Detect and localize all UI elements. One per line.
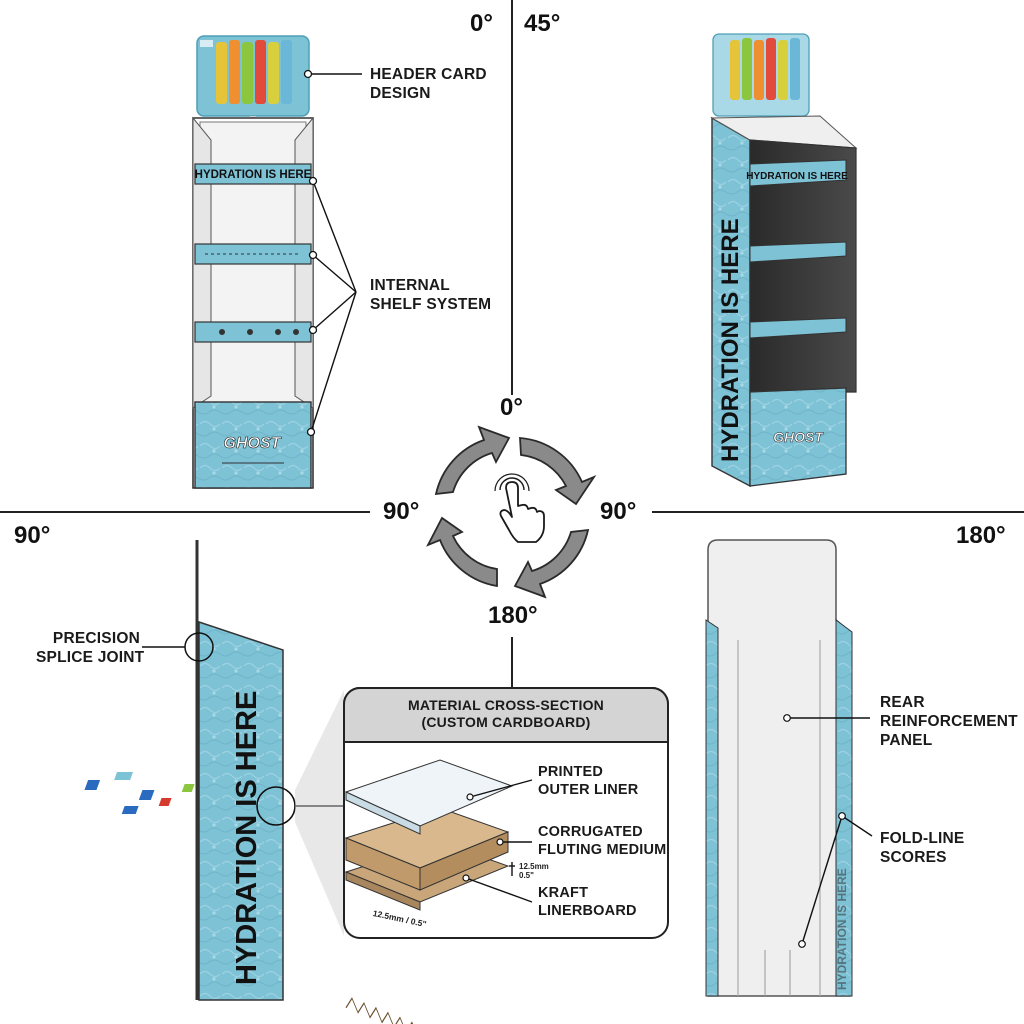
printed-liner-label: PRINTED OUTER LINER bbox=[538, 763, 638, 799]
shelf-system-callout: INTERNAL SHELF SYSTEM bbox=[370, 276, 491, 314]
printed-liner-pattern bbox=[84, 772, 195, 814]
cross-section-title-line: MATERIAL CROSS-SECTION bbox=[408, 697, 604, 713]
angled-view-display: HYDRATION IS HERE HYDRATION IS HERE GHOS… bbox=[710, 33, 858, 488]
fold-scores-callout: FOLD-LINE SCORES bbox=[880, 829, 964, 867]
rotate-label-bottom[interactable]: 180° bbox=[488, 602, 538, 629]
callout-line: PRECISION bbox=[52, 630, 140, 647]
callout-line: HEADER CARD bbox=[370, 66, 487, 83]
callout-line: SCORES bbox=[880, 849, 947, 866]
callout-line: FOLD-LINE bbox=[880, 830, 965, 847]
side-panel bbox=[198, 620, 284, 1001]
side-view-display: HYDRATION IS HERE bbox=[195, 540, 284, 1001]
layer-label-line: PRINTED bbox=[538, 764, 604, 780]
angled-header-bottles bbox=[730, 38, 800, 100]
side-panel-text: HYDRATION IS HERE bbox=[231, 691, 263, 985]
angled-banner-text: HYDRATION IS HERE bbox=[746, 171, 848, 182]
thickness-value: 0.5" bbox=[519, 871, 534, 880]
rear-view-angle-label: 180° bbox=[956, 522, 1006, 549]
cross-section-title-line: (CUSTOM CARDBOARD) bbox=[421, 714, 591, 730]
cross-section-title: MATERIAL CROSS-SECTION (CUSTOM CARDBOARD… bbox=[344, 697, 668, 731]
callout-line: SHELF SYSTEM bbox=[370, 296, 492, 313]
layer-label-line: FLUTING MEDIUM bbox=[538, 842, 667, 858]
rear-callout-leaders bbox=[787, 717, 873, 945]
thickness-label: 12.5mm 0.5" bbox=[519, 862, 549, 880]
front-view-angle-label: 0° bbox=[470, 10, 493, 37]
callout-line: INTERNAL bbox=[370, 277, 450, 294]
header-card-bottles bbox=[200, 40, 292, 104]
angled-side-text: HYDRATION IS HERE bbox=[717, 218, 744, 462]
layer-label-line: OUTER LINER bbox=[538, 782, 639, 798]
splice-joint-marker bbox=[142, 632, 214, 662]
angled-view-angle-label: 45° bbox=[524, 10, 561, 37]
base-logo: GHOST bbox=[224, 435, 282, 452]
rear-reinforcement-panel bbox=[707, 539, 851, 997]
rotation-arrows[interactable] bbox=[426, 425, 597, 599]
side-view-angle-label: 90° bbox=[14, 522, 51, 549]
layer-label-line: LINERBOARD bbox=[538, 903, 637, 919]
cross-section-panel bbox=[84, 687, 669, 1024]
layer-label-line: CORRUGATED bbox=[538, 824, 643, 840]
front-view-display: HYDRATION IS HERE GHOST bbox=[192, 35, 314, 489]
thickness-value: 12.5mm bbox=[519, 862, 549, 871]
shelf-header-banner bbox=[194, 163, 312, 185]
cross-section-zoom-marker bbox=[256, 690, 344, 936]
front-base-panel bbox=[194, 401, 312, 489]
rear-side-text: HYDRATION IS HERE bbox=[835, 868, 849, 990]
splice-joint-callout: PRECISION SPLICE JOINT bbox=[36, 629, 145, 667]
callout-line: REINFORCEMENT bbox=[880, 713, 1018, 730]
kraft-liner-label: KRAFT LINERBOARD bbox=[538, 884, 637, 920]
front-callout-leaders bbox=[308, 73, 362, 433]
rotate-label-top[interactable]: 0° bbox=[500, 394, 523, 421]
rear-view-display: HYDRATION IS HERE bbox=[705, 539, 853, 997]
rear-panel-callout: REAR REINFORCEMENT PANEL bbox=[880, 693, 1018, 750]
quadrant-dividers bbox=[0, 0, 1024, 690]
shelf-banner-text: HYDRATION IS HERE bbox=[195, 169, 312, 181]
callout-line: DESIGN bbox=[370, 85, 431, 102]
rotate-label-left[interactable]: 90° bbox=[383, 498, 420, 525]
angled-base-logo: GHOST bbox=[773, 429, 824, 445]
callout-line: SPLICE JOINT bbox=[36, 649, 145, 666]
hand-pointer-icon[interactable] bbox=[494, 473, 545, 543]
fluting-medium-label: CORRUGATED FLUTING MEDIUM bbox=[538, 823, 666, 859]
rear-callout-dots bbox=[783, 714, 846, 948]
front-callout-dots bbox=[303, 69, 318, 437]
callout-line: PANEL bbox=[880, 732, 933, 749]
rotate-label-right[interactable]: 90° bbox=[600, 498, 637, 525]
callout-line: REAR bbox=[880, 694, 925, 711]
layer-label-line: KRAFT bbox=[538, 885, 589, 901]
header-card-callout: HEADER CARD DESIGN bbox=[370, 65, 487, 103]
